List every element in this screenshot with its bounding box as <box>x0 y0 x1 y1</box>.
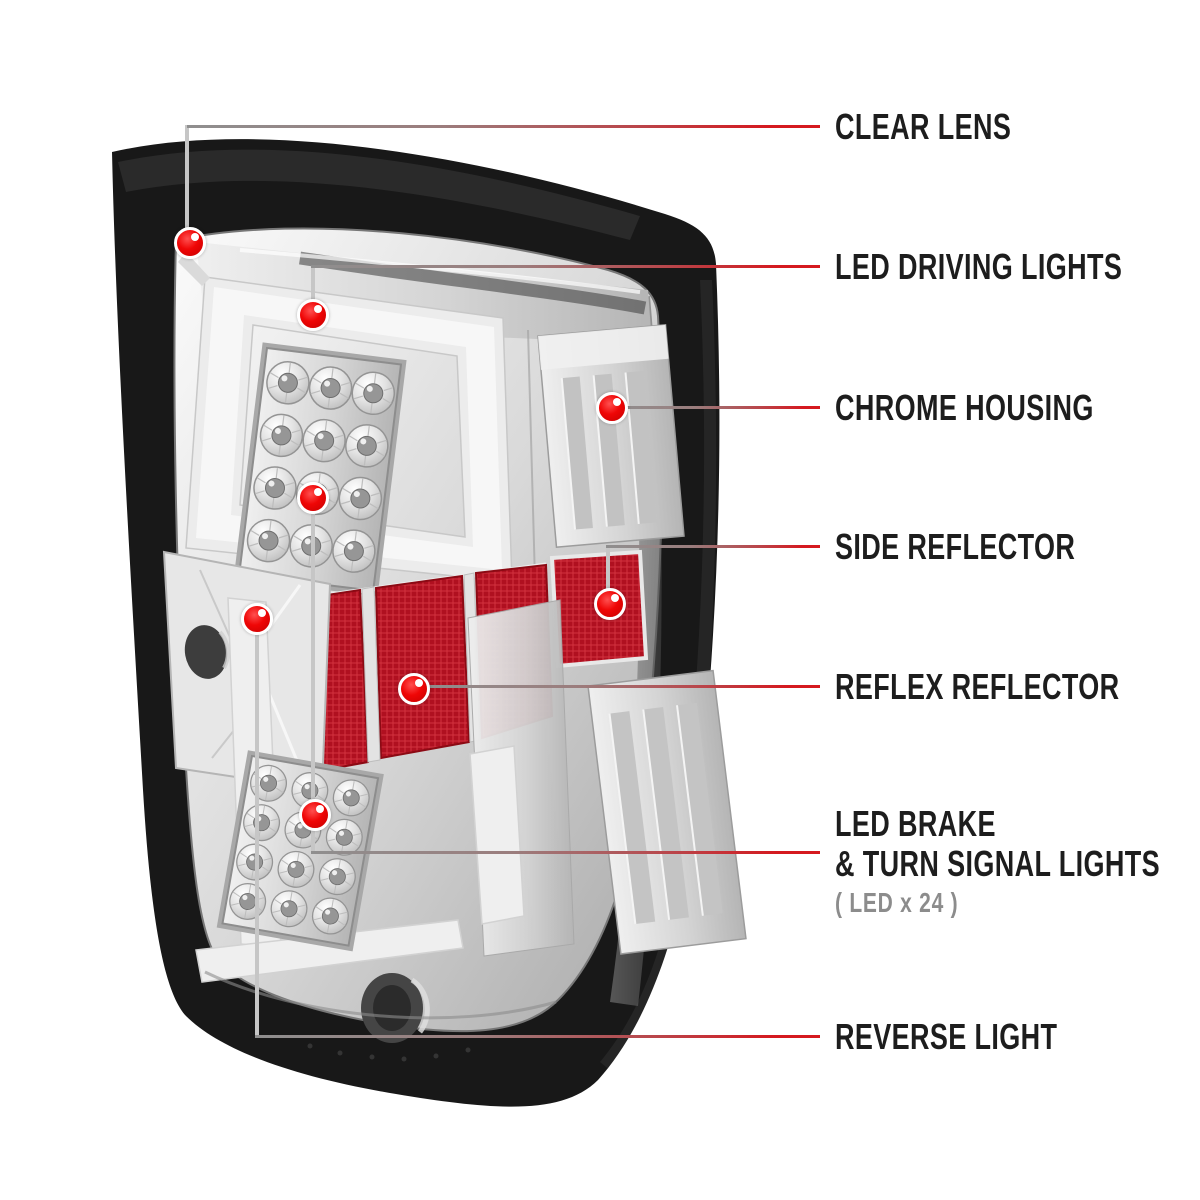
leader-led-brake-vertical <box>311 497 315 854</box>
housing-screw-dots <box>307 1043 471 1062</box>
label-led-brake-line1: LED BRAKE <box>835 803 996 844</box>
leader-side-reflector <box>606 545 820 548</box>
callout-dot-chrome-housing <box>596 392 628 424</box>
right-ribbed-chrome-panel-lower <box>587 669 747 955</box>
leader-chrome-housing <box>612 406 820 409</box>
leader-reverse-light <box>255 1035 820 1038</box>
leader-clear-lens-vertical <box>185 125 189 245</box>
leader-led-driving <box>311 265 820 268</box>
leader-reflex-reflector <box>414 685 820 688</box>
callout-dot-reverse-light <box>241 603 273 635</box>
bottom-bulb-pocket <box>361 973 430 1043</box>
upper-led-cluster <box>233 342 407 597</box>
label-side-reflector: SIDE REFLECTOR <box>835 526 1076 567</box>
leader-clear-lens <box>187 125 820 128</box>
callout-dot-led-driving <box>297 299 329 331</box>
leader-led-brake <box>311 851 820 854</box>
label-clear-lens: CLEAR LENS <box>835 106 1012 147</box>
label-led-count-note: ( LED x 24 ) <box>835 887 959 918</box>
right-ribbed-chrome-panel-upper <box>537 324 685 549</box>
label-led-driving: LED DRIVING LIGHTS <box>835 246 1123 287</box>
housing-gloss-highlight <box>118 149 640 240</box>
callout-dot-led-brake-lower <box>299 799 331 831</box>
label-led-brake-turn-signal: LED BRAKE & TURN SIGNAL LIGHTS ( LED x 2… <box>835 804 1160 920</box>
label-reflex-reflector: REFLEX REFLECTOR <box>835 666 1120 707</box>
callout-dot-reflex-reflector <box>398 673 430 705</box>
label-chrome-housing: CHROME HOUSING <box>835 387 1094 428</box>
callout-dot-clear-lens <box>174 227 206 259</box>
label-reverse-light: REVERSE LIGHT <box>835 1016 1058 1057</box>
callout-dot-led-brake-upper <box>297 482 329 514</box>
label-led-brake-line2: & TURN SIGNAL LIGHTS <box>835 843 1161 884</box>
callout-dot-side-reflector <box>594 588 626 620</box>
leader-side-reflector-vertical <box>606 545 610 606</box>
leader-reverse-light-vertical <box>255 618 259 1038</box>
leader-led-driving-vertical <box>311 265 315 317</box>
